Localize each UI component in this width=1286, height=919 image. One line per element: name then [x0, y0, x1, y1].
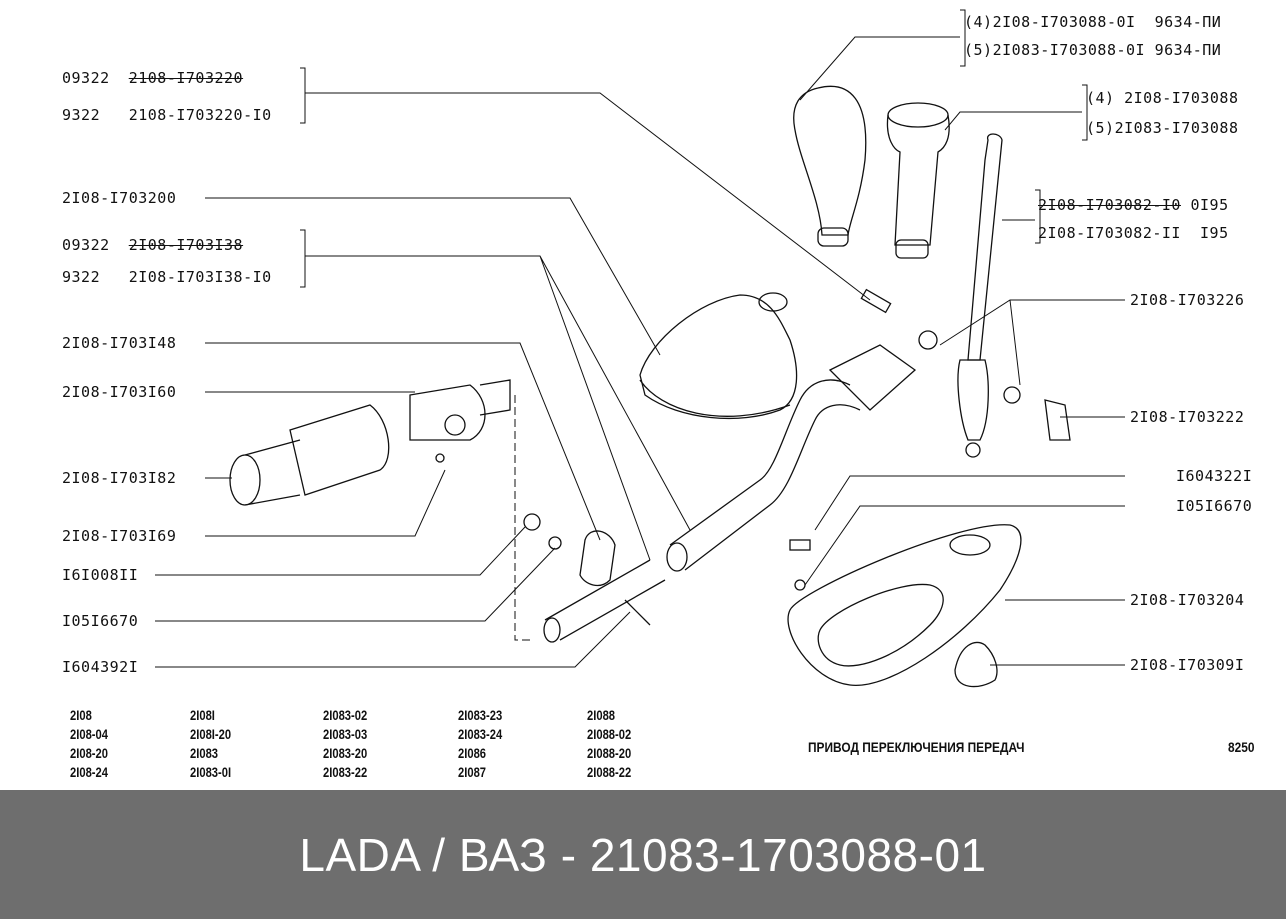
- part-number: 2I08-I703204: [1130, 591, 1245, 609]
- label-row: 9322 2108-I703220-I0: [62, 106, 272, 124]
- part-number-obsolete: 2I08-I703I38: [128, 236, 244, 254]
- gear-boot: [639, 292, 798, 420]
- part-number-obsolete: 2I08-I703082-I0: [1038, 196, 1181, 214]
- model-code: 2I087: [458, 764, 487, 780]
- model-code: 2I083-02: [323, 707, 368, 723]
- page-number: 8250: [1228, 739, 1255, 755]
- part-number: (4) 2I08-I703088: [1086, 89, 1239, 107]
- model-column: 2I088 2I088-02 2I088-20 2I088-22: [587, 706, 631, 782]
- damper-assembly: [229, 379, 511, 506]
- shift-rod: [543, 344, 917, 643]
- parts-diagram: 09322 2108-I703220 9322 2108-I703220-I0 …: [62, 9, 1255, 782]
- part-number: 2I08-I70309I: [1130, 656, 1245, 674]
- label-row: 2I08-I703082-I0 0I95: [1038, 196, 1229, 214]
- label-row: 09322 2I08-I703I38: [62, 236, 243, 254]
- small-fasteners: [523, 288, 1071, 626]
- part-number: 2I08-I703I48: [62, 334, 177, 352]
- model-column: 2I083-02 2I083-03 2I083-20 2I083-22: [323, 706, 367, 782]
- model-code: 2I088: [587, 707, 616, 723]
- part-number: 2I08-I703200: [62, 189, 177, 207]
- model-code: 2I088-22: [587, 764, 632, 780]
- label-row: 09322 2108-I703220: [62, 69, 243, 87]
- part-number: 2I08-I703226: [1130, 291, 1245, 309]
- model-code: 2I08-04: [70, 726, 108, 742]
- part-code: 0I95: [1180, 196, 1229, 214]
- part-number-obsolete: 2108-I703220: [128, 69, 244, 87]
- model-code: 2I083-0I: [190, 764, 232, 780]
- model-code: 2I08I-20: [190, 726, 232, 742]
- part-code: 9322: [62, 268, 101, 286]
- base-plate: [787, 524, 1022, 688]
- diagram-artwork: [155, 9, 1125, 688]
- part-number: (5)2I083-I703088-0I 9634-ПИ: [964, 41, 1222, 59]
- part-number: (5)2I083-I703088: [1086, 119, 1239, 137]
- leader-lines: [155, 9, 1125, 668]
- part-banner-text: LADA / ВАЗ - 21083-1703088-01: [299, 828, 987, 881]
- model-code: 2I083: [190, 745, 219, 761]
- model-code: 2I086: [458, 745, 487, 761]
- model-code: 2I083-24: [458, 726, 503, 742]
- model-code: 2I083-22: [323, 764, 368, 780]
- part-code: 9322: [62, 106, 101, 124]
- model-code: 2I088-02: [587, 726, 632, 742]
- part-number: I604322I: [1176, 467, 1253, 485]
- part-banner: LADA / ВАЗ - 21083-1703088-01: [0, 790, 1286, 919]
- model-code: 2I083-20: [323, 745, 368, 761]
- model-code: 2I08I: [190, 707, 215, 723]
- part-number: I05I6670: [1176, 497, 1253, 515]
- part-number: 2I08-I703082-II I95: [1038, 224, 1229, 242]
- model-code: 2I08: [70, 707, 92, 723]
- diagram-title: ПРИВОД ПЕРЕКЛЮЧЕНИЯ ПЕРЕДАЧ: [808, 739, 1025, 755]
- gear-lever: [957, 133, 1003, 458]
- part-number: 2I08-I703I60: [62, 383, 177, 401]
- model-code: 2I088-20: [587, 745, 632, 761]
- model-code: 2I08-24: [70, 764, 108, 780]
- part-code: 09322: [62, 236, 110, 254]
- model-column: 2I08I 2I08I-20 2I083 2I083-0I: [190, 706, 231, 782]
- part-number: I6I008II: [62, 566, 139, 584]
- model-code: 2I083-23: [458, 707, 503, 723]
- model-column: 2I083-23 2I083-24 2I086 2I087: [458, 706, 502, 782]
- part-number: 2I08-I703I82: [62, 469, 177, 487]
- gear-knob-leather: [793, 85, 867, 247]
- model-code: 2I083-03: [323, 726, 368, 742]
- part-code: 09322: [62, 69, 110, 87]
- model-code: 2I08-20: [70, 745, 108, 761]
- part-number: 2I08-I703I69: [62, 527, 177, 545]
- part-number: (4)2I08-I703088-0I 9634-ПИ: [964, 13, 1222, 31]
- part-number: I05I6670: [62, 612, 139, 630]
- part-number: 2I08-I703222: [1130, 408, 1245, 426]
- part-number: I604392I: [62, 658, 139, 676]
- part-number: 2108-I703220-I0: [128, 106, 272, 124]
- part-number: 2I08-I703I38-I0: [128, 268, 272, 286]
- model-column: 2I08 2I08-04 2I08-20 2I08-24: [70, 706, 108, 782]
- label-row: 9322 2I08-I703I38-I0: [62, 268, 272, 286]
- gear-knob-plastic: [886, 102, 950, 259]
